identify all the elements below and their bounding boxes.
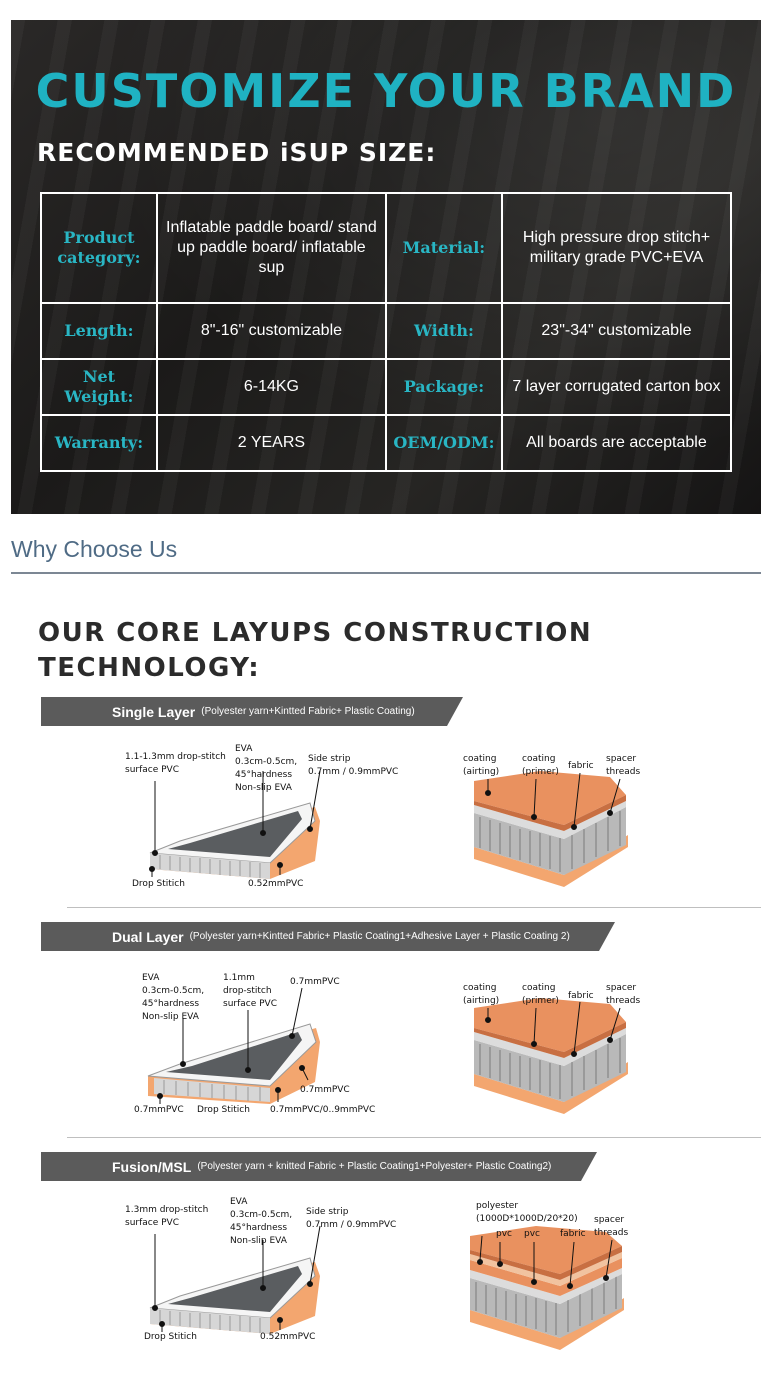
section-single-layer: Single Layer (Polyester yarn+Kintted Fab…: [0, 697, 781, 907]
label-spacer-threads: spacer threads: [606, 983, 641, 1006]
spec-row: Net Weight: 6-14KG Package: 7 layer corr…: [40, 358, 733, 416]
label-eva: EVA 0.3cm-0.5cm, 45°hardness Non-slip EV…: [235, 744, 298, 793]
spec-row: Warranty: 2 YEARS OEM/ODM: All boards ar…: [40, 414, 733, 472]
board-cross-section-diagram: 1.3mm drop-stitch surface PVC EVA 0.3cm-…: [120, 1194, 410, 1350]
label-surface-pvc: 1.1mm drop-stitch surface PVC: [223, 973, 277, 1009]
label-bottom-pvc: 0.52mmPVC: [248, 879, 304, 889]
label-bottom-pvc: 0.52mmPVC: [260, 1332, 316, 1342]
spec-key: Product category:: [40, 192, 158, 304]
label-rail-pvc: 0.7mmPVC: [300, 1085, 350, 1095]
board-cross-section-diagram: EVA 0.3cm-0.5cm, 45°hardness Non-slip EV…: [130, 970, 390, 1120]
label-drop-stitch: Drop Stitich: [197, 1105, 250, 1115]
label-spacer-threads: spacer threads: [594, 1215, 629, 1238]
label-coating-primer: coating (primer): [522, 983, 559, 1006]
spec-value: 6-14KG: [155, 358, 387, 416]
label-side-pvc: 0.7mmPVC/0..9mmPVC: [270, 1105, 376, 1115]
section-desc: (Polyester yarn+Kintted Fabric+ Plastic …: [201, 706, 415, 717]
spec-table: Product category: Inflatable paddle boar…: [40, 192, 733, 472]
section-title-bar: Fusion/MSL (Polyester yarn + knitted Fab…: [41, 1152, 597, 1181]
layer-stack-diagram: coating (airting) coating (primer) fabri…: [460, 751, 640, 895]
label-eva: EVA 0.3cm-0.5cm, 45°hardness Non-slip EV…: [230, 1197, 293, 1246]
spec-key: Length:: [40, 302, 158, 360]
label-drop-stitch: Drop Stitich: [144, 1332, 197, 1342]
label-surface-pvc: 1.1-1.3mm drop-stitch surface PVC: [125, 752, 226, 775]
spec-value: 23"-34" customizable: [500, 302, 733, 360]
spec-value: 7 layer corrugated carton box: [500, 358, 733, 416]
label-surface-pvc: 1.3mm drop-stitch surface PVC: [125, 1205, 209, 1228]
core-layups-title: OUR CORE LAYUPS CONSTRUCTION TECHNOLOGY:: [38, 618, 593, 683]
spec-key: Package:: [384, 358, 503, 416]
label-spacer-threads: spacer threads: [606, 754, 641, 777]
board-cross-section-diagram: 1.1-1.3mm drop-stitch surface PVC EVA 0.…: [120, 741, 410, 897]
layer-illustration: [474, 771, 628, 887]
section-desc: (Polyester yarn+Kintted Fabric+ Plastic …: [189, 931, 570, 942]
label-fabric: fabric: [568, 761, 594, 771]
layer-illustration: [474, 998, 628, 1114]
label-coating-airting: coating (airting): [463, 754, 500, 777]
label-coating-primer: coating (primer): [522, 754, 559, 777]
label-eva: EVA 0.3cm-0.5cm, 45°hardness Non-slip EV…: [142, 973, 205, 1022]
brand-banner: CUSTOMIZE YOUR BRAND RECOMMENDED iSUP SI…: [11, 20, 761, 514]
section-desc: (Polyester yarn + knitted Fabric + Plast…: [197, 1161, 552, 1172]
separator: [67, 907, 761, 908]
label-bottom-pvc: 0.7mmPVC: [134, 1105, 184, 1115]
spec-value: High pressure drop stitch+ military grad…: [500, 192, 733, 304]
label-fabric: fabric: [568, 991, 594, 1001]
label-side-strip: Side strip 0.7mm / 0.9mmPVC: [308, 754, 399, 777]
spec-value: Inflatable paddle board/ stand up paddle…: [155, 192, 387, 304]
layer-stack-diagram: polyester (1000D*1000D/20*20) pvc pvc fa…: [460, 1198, 650, 1358]
label-coating-airting: coating (airting): [463, 983, 500, 1006]
board-illustration: [149, 770, 321, 879]
board-illustration: [147, 987, 320, 1104]
spec-row: Length: 8"-16" customizable Width: 23"-3…: [40, 302, 733, 360]
spec-key: Net Weight:: [40, 358, 158, 416]
section-name: Dual Layer: [112, 928, 184, 945]
section-title-bar: Dual Layer (Polyester yarn+Kintted Fabri…: [41, 922, 615, 951]
layer-stack-diagram: coating (airting) coating (primer) fabri…: [460, 982, 640, 1122]
spec-key: Warranty:: [40, 414, 158, 472]
label-top-pvc: 0.7mmPVC: [290, 977, 340, 987]
section-title-bar: Single Layer (Polyester yarn+Kintted Fab…: [41, 697, 463, 726]
spec-row: Product category: Inflatable paddle boar…: [40, 192, 733, 304]
section-fusion-msl: Fusion/MSL (Polyester yarn + knitted Fab…: [0, 1152, 781, 1383]
label-pvc-1: pvc: [496, 1229, 512, 1239]
label-drop-stitch: Drop Stitich: [132, 879, 185, 889]
label-fabric: fabric: [560, 1229, 586, 1239]
spec-value: 2 YEARS: [155, 414, 387, 472]
spec-key: Material:: [384, 192, 503, 304]
section-name: Fusion/MSL: [112, 1158, 192, 1175]
section-name: Single Layer: [112, 703, 196, 720]
divider: [11, 572, 761, 574]
spec-key: Width:: [384, 302, 503, 360]
why-choose-heading: Why Choose Us: [11, 536, 178, 562]
spec-value: All boards are acceptable: [500, 414, 733, 472]
spec-key: OEM/ODM:: [384, 414, 503, 472]
section-dual-layer: Dual Layer (Polyester yarn+Kintted Fabri…: [0, 922, 781, 1137]
spec-value: 8"-16" customizable: [155, 302, 387, 360]
separator: [67, 1137, 761, 1138]
board-illustration: [149, 1225, 321, 1334]
banner-subtitle: RECOMMENDED iSUP SIZE:: [37, 138, 437, 167]
label-side-strip: Side strip 0.7mm / 0.9mmPVC: [306, 1207, 397, 1230]
layer-illustration: [470, 1226, 624, 1350]
banner-title: CUSTOMIZE YOUR BRAND: [35, 64, 737, 118]
label-pvc-2: pvc: [524, 1229, 540, 1239]
label-polyester: polyester (1000D*1000D/20*20): [476, 1201, 578, 1224]
